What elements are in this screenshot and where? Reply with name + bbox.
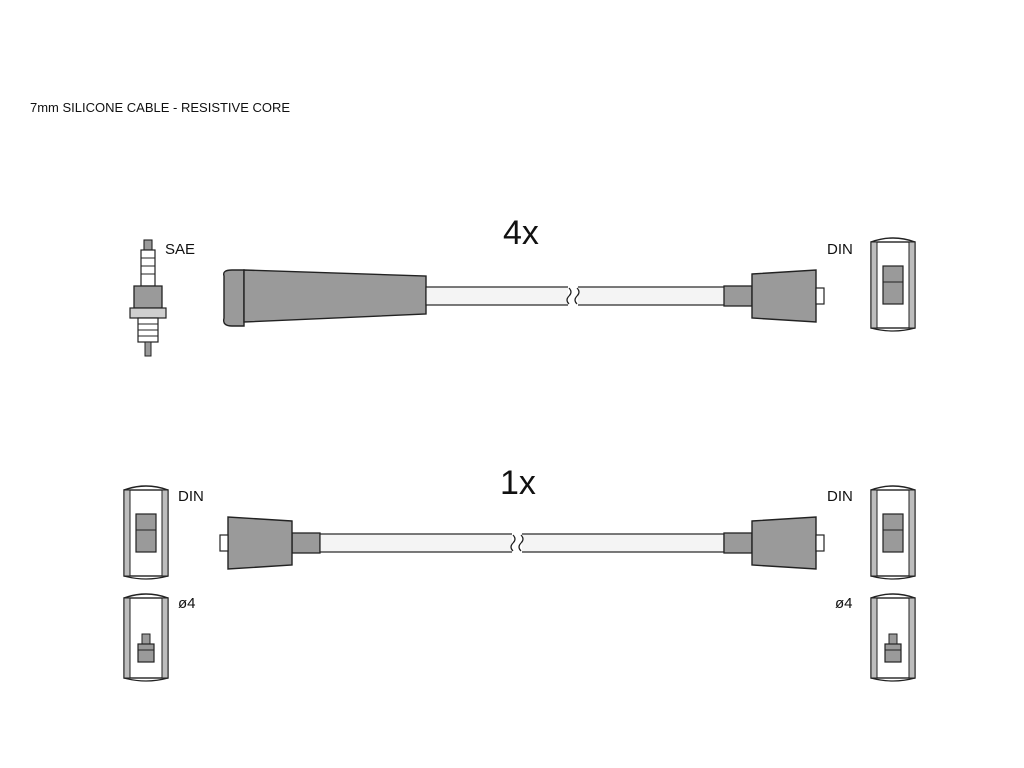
sae-label: SAE: [165, 241, 196, 258]
bottom-quantity-label: 1x: [500, 464, 536, 502]
bottom-right-din-label: DIN: [827, 488, 853, 505]
spark-plug-icon: [129, 239, 167, 357]
bottom-left-boot-icon: [219, 516, 321, 570]
bottom-right-o4-terminal-icon: [870, 593, 916, 682]
bottom-right-boot-icon: [723, 516, 825, 570]
top-right-din-terminal-icon: [870, 237, 916, 332]
straight-boot-icon: [222, 269, 427, 327]
top-right-din-label: DIN: [827, 241, 853, 258]
top-right-boot-icon: [723, 269, 825, 323]
bottom-right-din-terminal-icon: [870, 485, 916, 580]
bottom-left-o4-label: ø4: [178, 595, 196, 612]
bottom-right-o4-label: ø4: [835, 595, 853, 612]
diagram-caption: 7mm SILICONE CABLE - RESISTIVE CORE: [30, 100, 291, 115]
bottom-cable: [319, 531, 725, 555]
top-cable: [425, 284, 727, 308]
bottom-left-din-terminal-icon: [123, 485, 169, 580]
bottom-left-din-label: DIN: [178, 488, 204, 505]
top-quantity-label: 4x: [503, 214, 539, 252]
bottom-left-o4-terminal-icon: [123, 593, 169, 682]
